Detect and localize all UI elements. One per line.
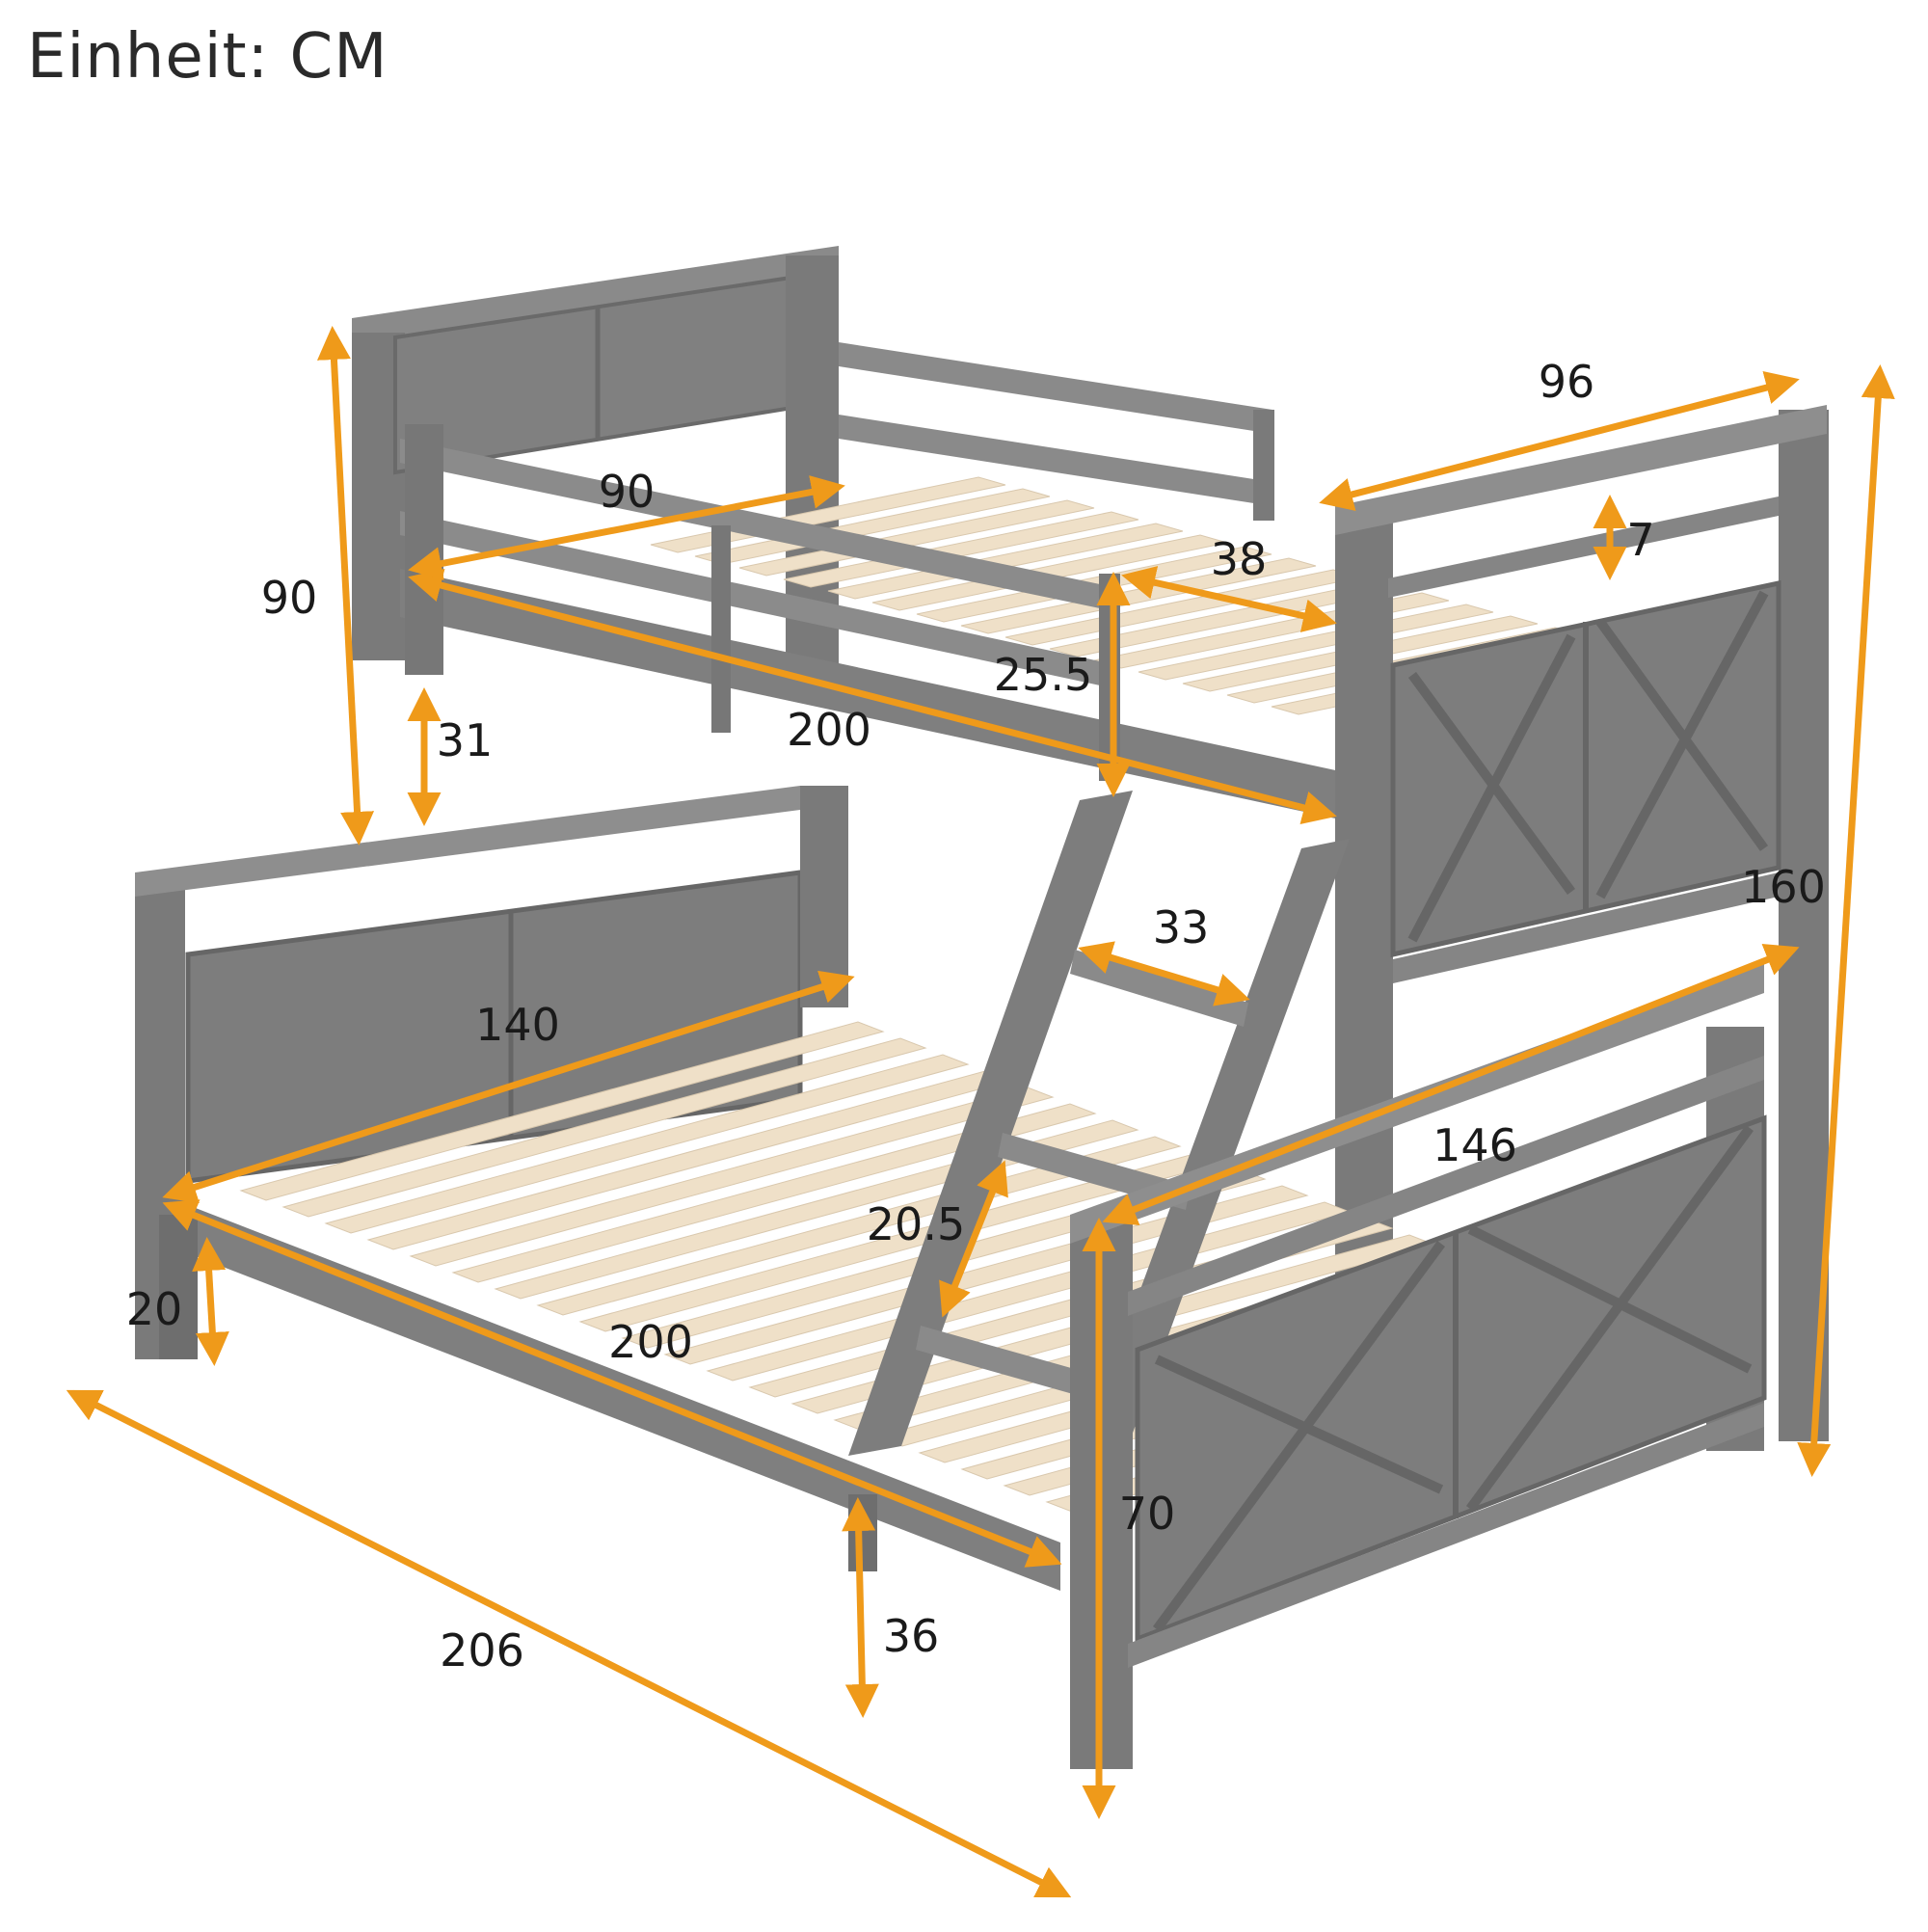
arrow-upper-width [408,475,845,580]
label-lower-footboard: 70 [1118,1488,1176,1540]
label-top-gap: 7 [1626,514,1655,566]
arrow-lower-width [162,970,855,1204]
label-upper-width: 90 [598,466,656,518]
label-step-width: 33 [1152,901,1210,953]
label-lower-leg: 20 [125,1283,183,1335]
unit-label: Einheit: CM [27,21,388,93]
arrow-upper-headboard-height [316,326,375,845]
label-upper-length: 200 [787,704,871,756]
label-upper-gap: 31 [436,714,494,766]
label-lower-width: 140 [475,999,560,1051]
arrow-upper-length [408,569,1337,824]
label-step-spacing: 20.5 [866,1198,966,1250]
arrow-clearance [842,1497,879,1718]
label-ladder-opening: 38 [1210,533,1268,585]
arrow-overall-length [66,1389,1072,1898]
label-lower-outer-width: 146 [1433,1119,1517,1171]
upper-back-guardrail [839,342,1274,521]
label-overall-depth: 96 [1538,356,1595,408]
upper-left-post [405,424,443,675]
label-lower-length: 200 [608,1316,693,1368]
arrow-overall-height [1797,364,1895,1477]
label-upper-headboard-height: 90 [260,572,318,624]
label-overall-length: 206 [440,1624,524,1677]
label-clearance: 36 [882,1610,940,1662]
label-overall-height: 160 [1741,861,1826,913]
arrow-ladder-opening [1121,566,1337,632]
label-rail-height: 25.5 [993,649,1093,701]
arrow-lower-outer-width [1102,943,1800,1226]
arrow-overall-depth [1319,371,1800,511]
lower-footboard [1070,964,1767,1769]
dimension-arrows [66,326,1895,1898]
arrow-lower-leg [192,1237,229,1366]
